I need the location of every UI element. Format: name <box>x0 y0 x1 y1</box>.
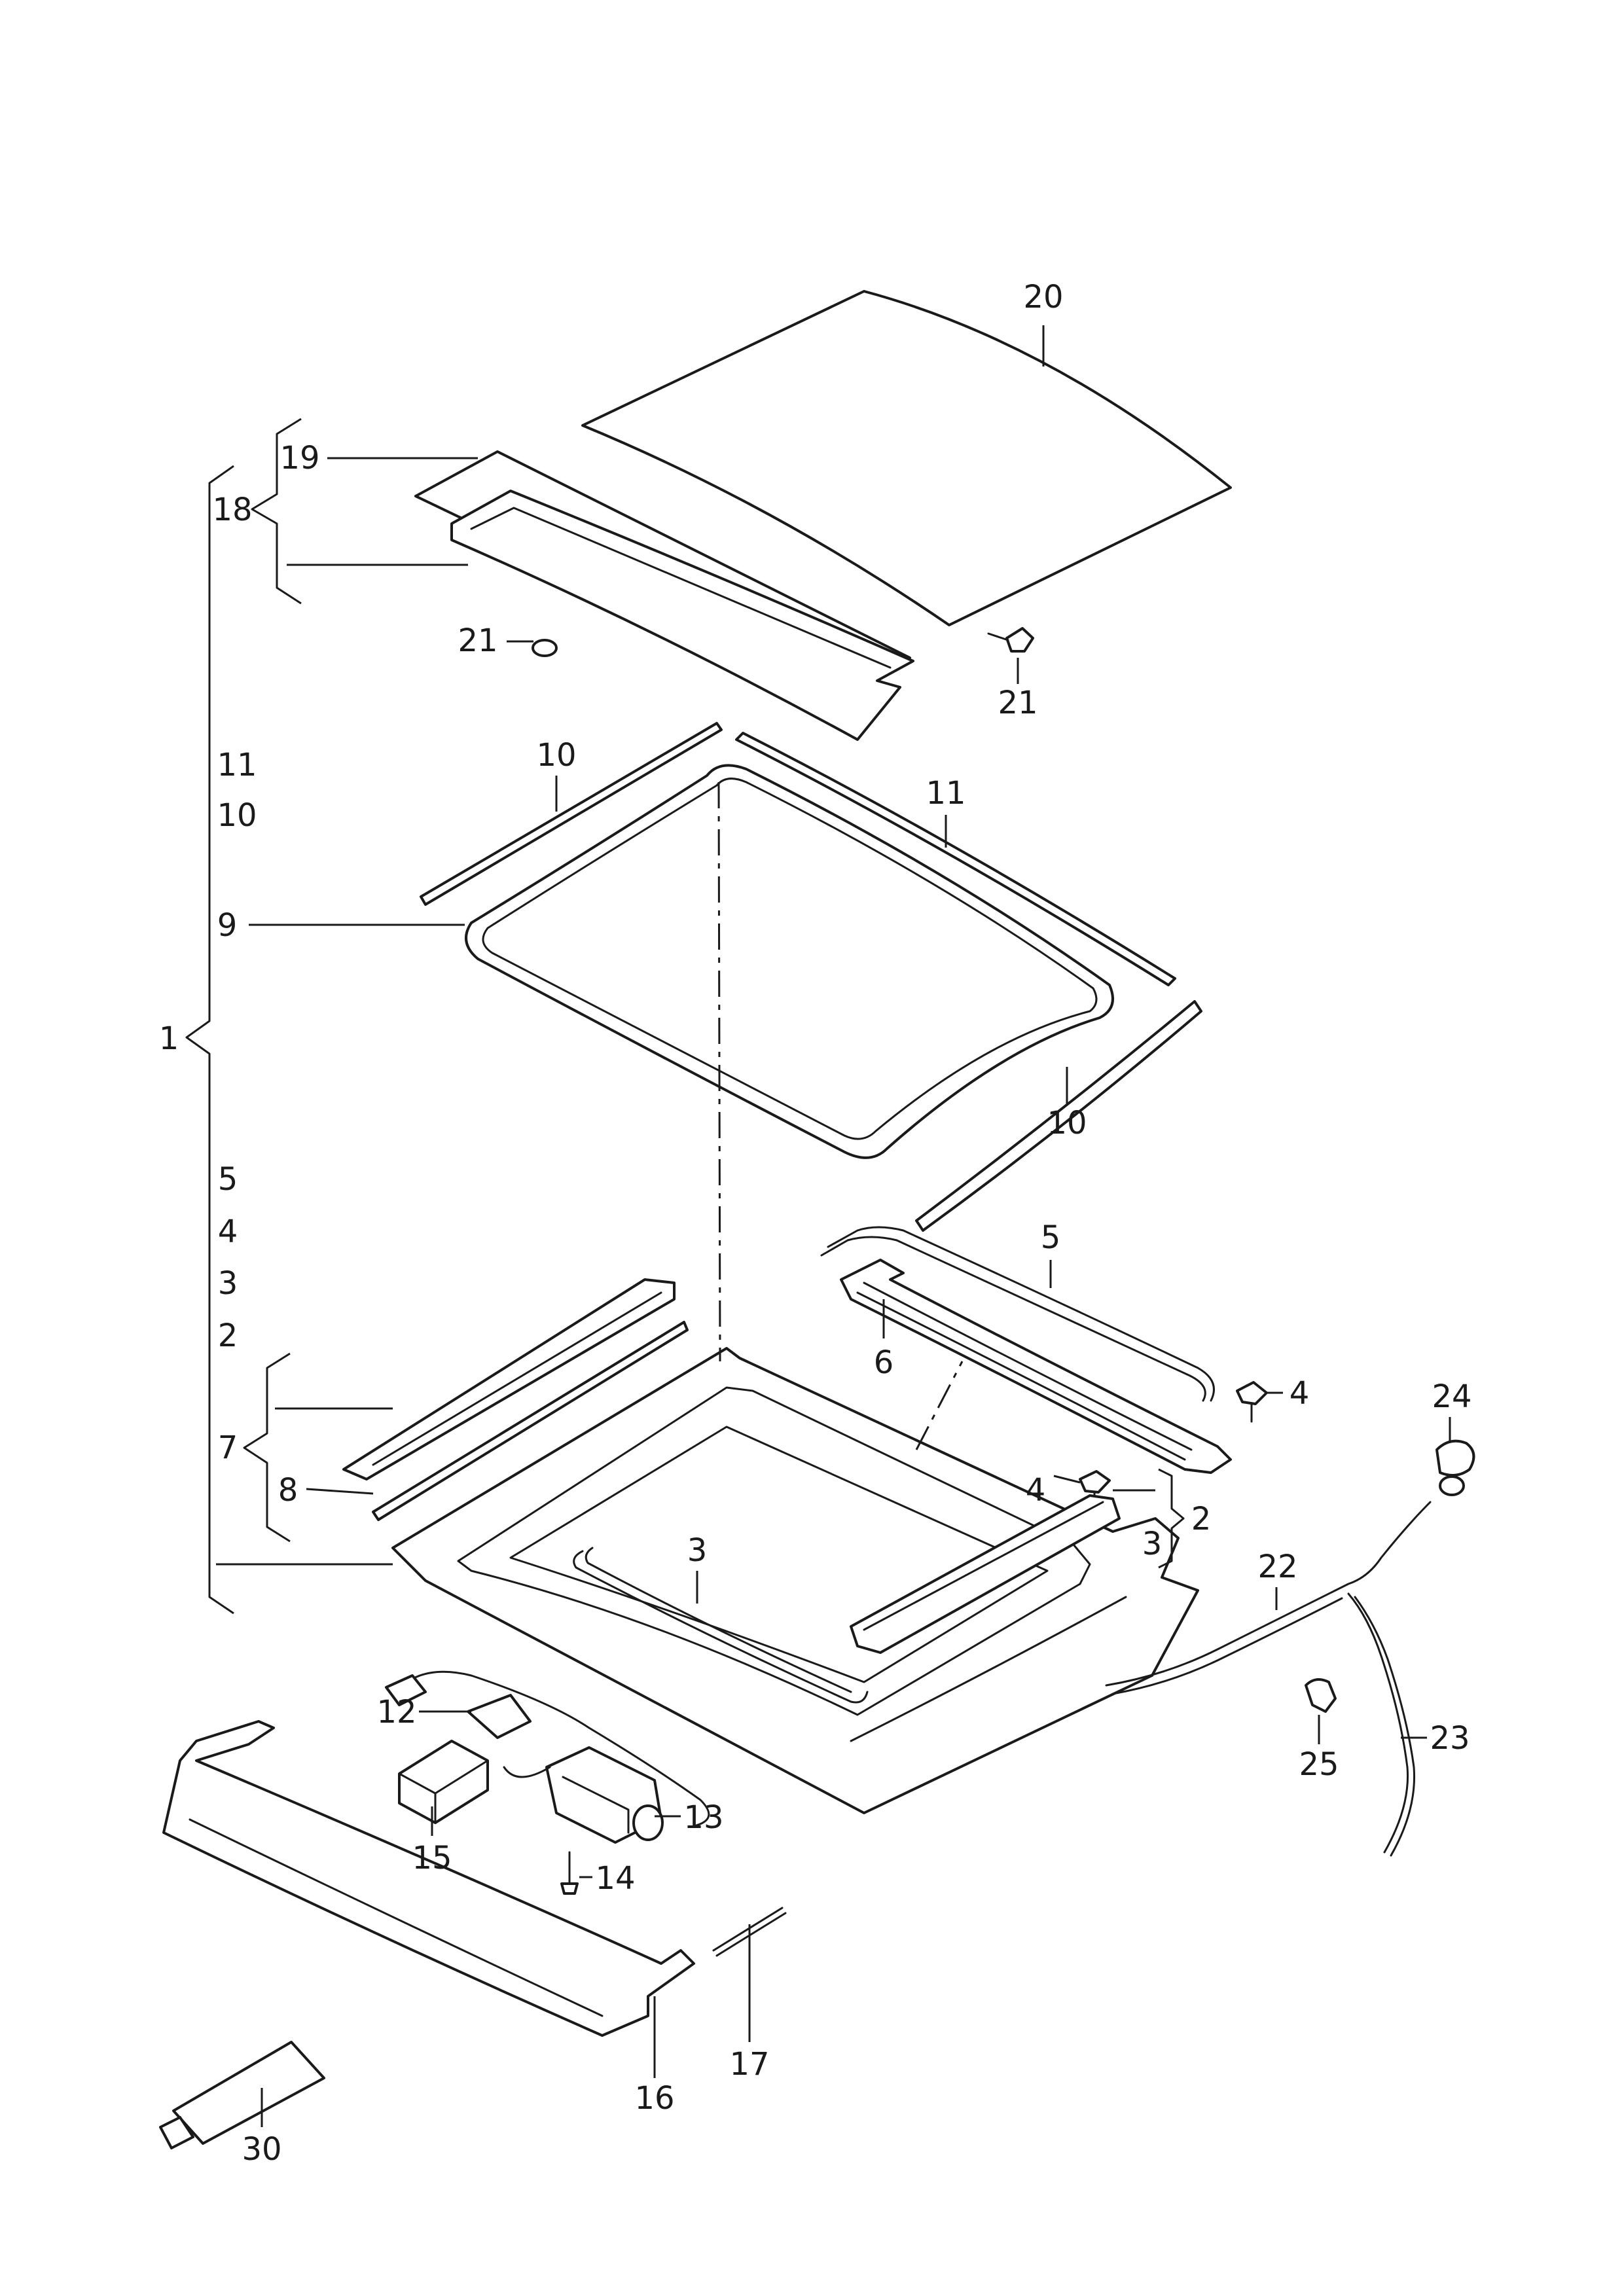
callout-20: 20 <box>1023 279 1063 315</box>
callout-23: 23 <box>1430 1720 1470 1757</box>
leader-lines <box>216 325 1451 2127</box>
part-1-main-frame <box>391 1347 1199 1814</box>
callout-21b: 21 <box>998 685 1038 721</box>
callout-19: 19 <box>280 440 319 476</box>
callout-2-list: 2 <box>218 1318 238 1354</box>
part-20-glass-panel <box>581 290 1232 626</box>
callout-30: 30 <box>242 2131 281 2168</box>
callout-2: 2 <box>1191 1501 1212 1537</box>
callout-labels: 20 19 18 21 21 11 10 10 11 9 10 1 5 4 3 … <box>159 279 1472 2168</box>
callout-10-left: 10 <box>536 737 576 774</box>
part-22-25-drain-hoses <box>1105 1439 1475 1857</box>
callout-5: 5 <box>1041 1219 1061 1256</box>
callout-3-right: 3 <box>1142 1526 1163 1562</box>
callout-15: 15 <box>412 1840 452 1876</box>
part-16-drip-trim <box>162 1720 695 2037</box>
callout-16: 16 <box>634 2080 674 2117</box>
part-30-sealant-tube <box>159 2041 325 2149</box>
callout-11: 11 <box>926 775 965 812</box>
callout-5-list: 5 <box>218 1161 238 1198</box>
part-6-rail <box>840 1259 1232 1474</box>
callout-8: 8 <box>278 1472 298 1509</box>
part-9-seal-frame <box>465 764 1114 1159</box>
callout-13: 13 <box>683 1799 723 1836</box>
callout-4-left: 4 <box>1026 1472 1046 1509</box>
braces <box>185 418 1185 1615</box>
part-7-8-trim <box>342 1278 689 1521</box>
callout-10-list: 10 <box>217 797 257 834</box>
callout-17: 17 <box>729 2046 769 2083</box>
part-17-spring <box>712 1907 787 1957</box>
assembly-axes <box>717 781 964 1450</box>
part-21-fasteners <box>532 627 1034 657</box>
callout-18: 18 <box>212 492 252 528</box>
callout-3: 3 <box>687 1532 708 1569</box>
callout-11-list: 11 <box>217 747 257 783</box>
callout-10-right: 10 <box>1047 1105 1087 1141</box>
part-4-screws <box>1079 1381 1268 1513</box>
part-12-15-motor-assembly <box>385 1670 710 1895</box>
callout-3-list: 3 <box>218 1265 238 1302</box>
part-3-guide-rails <box>573 1494 1121 1704</box>
callout-6: 6 <box>874 1344 894 1381</box>
part-10-11-edge-seals <box>420 722 1202 1232</box>
callout-4-right: 4 <box>1290 1375 1310 1412</box>
part-5-cable <box>820 1226 1215 1402</box>
callout-7: 7 <box>218 1429 238 1466</box>
callout-22: 22 <box>1257 1549 1297 1585</box>
callout-4-list: 4 <box>218 1213 238 1250</box>
callout-1: 1 <box>159 1020 179 1057</box>
callout-21a: 21 <box>458 622 497 659</box>
callout-9: 9 <box>217 907 238 944</box>
callout-12: 12 <box>376 1694 416 1731</box>
callout-14: 14 <box>595 1860 635 1897</box>
part-18-19-deflector <box>414 450 914 741</box>
callout-24: 24 <box>1432 1378 1471 1415</box>
callout-25: 25 <box>1299 1746 1339 1783</box>
